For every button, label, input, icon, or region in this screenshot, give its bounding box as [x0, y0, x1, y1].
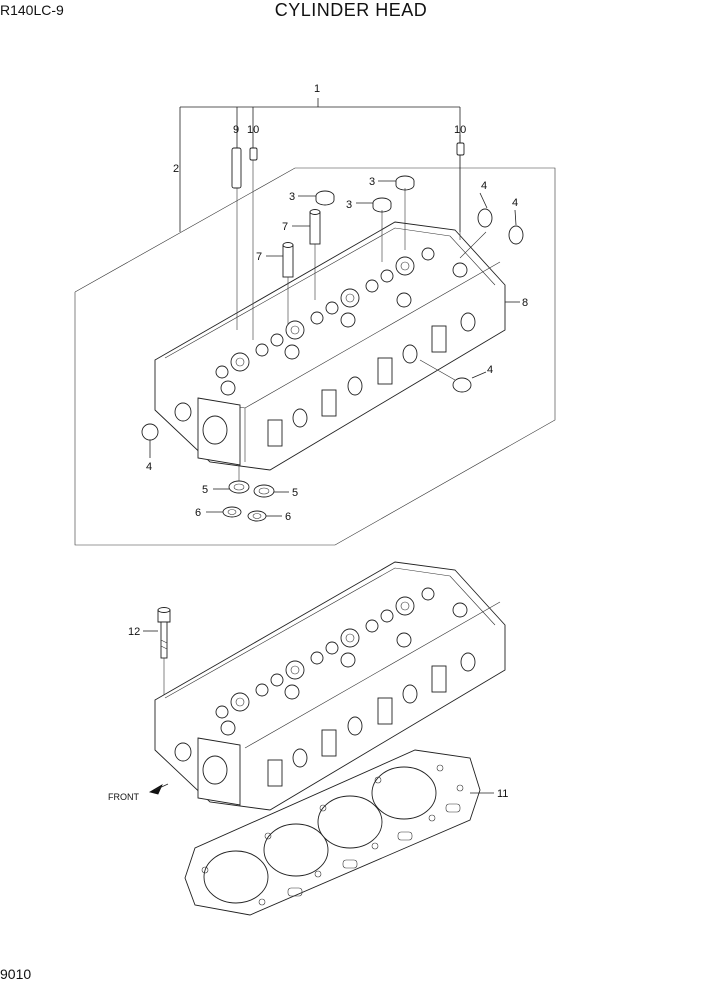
- page-title: CYLINDER HEAD: [274, 0, 428, 20]
- gasket-holes: [201, 764, 464, 906]
- valve-seat-item-3: [298, 175, 415, 262]
- head-bolt-item-12: [143, 607, 171, 695]
- expansion-plug-item-4: [141, 192, 524, 458]
- dowel-pin-item-9: [231, 140, 242, 330]
- page-number: 9010: [0, 966, 32, 982]
- cylinder-head-upper: [154, 221, 506, 471]
- callout-6b: 6: [285, 511, 291, 523]
- cylinder-head-lower: [154, 561, 506, 811]
- callout-3b: 3: [369, 176, 375, 188]
- callout-4a: 4: [481, 180, 487, 192]
- callout-4c: 4: [487, 364, 493, 376]
- callout-7a: 7: [282, 221, 288, 233]
- callout-3a: 3: [289, 191, 295, 203]
- callout-6a: 6: [195, 507, 201, 519]
- callout-1: 1: [314, 83, 320, 95]
- callout-labels: 1 2 9 10 10 3 3 3 4 4 4 4 7 7 8 5 5 6 6 …: [108, 83, 528, 802]
- head-valve-pockets-lower: [215, 587, 468, 736]
- callout-3c: 3: [346, 199, 352, 211]
- callout-5b: 5: [292, 487, 298, 499]
- seal-item-6: [206, 506, 282, 522]
- callout-4b: 4: [512, 197, 518, 209]
- callout-2: 2: [173, 163, 179, 175]
- callout-10b: 10: [454, 124, 466, 136]
- callout-9: 9: [233, 124, 239, 136]
- callout-10a: 10: [247, 124, 259, 136]
- front-label: FRONT: [108, 792, 139, 802]
- callout-12: 12: [128, 626, 140, 638]
- front-direction-arrow: [148, 783, 169, 795]
- callout-11: 11: [497, 788, 508, 800]
- model-code: R140LC-9: [0, 2, 64, 18]
- callout-7b: 7: [256, 251, 262, 263]
- head-gasket-item-11: [184, 749, 494, 916]
- callout-5a: 5: [202, 484, 208, 496]
- callout-8: 8: [522, 297, 528, 309]
- callout-4d: 4: [146, 461, 152, 473]
- head-ports-upper: [267, 312, 476, 447]
- head-valve-pockets-upper: [215, 247, 468, 396]
- pin-item-10: [249, 135, 465, 340]
- valve-guide-item-7: [266, 209, 321, 325]
- seal-item-5: [213, 465, 289, 498]
- head-ports-lower: [267, 652, 476, 787]
